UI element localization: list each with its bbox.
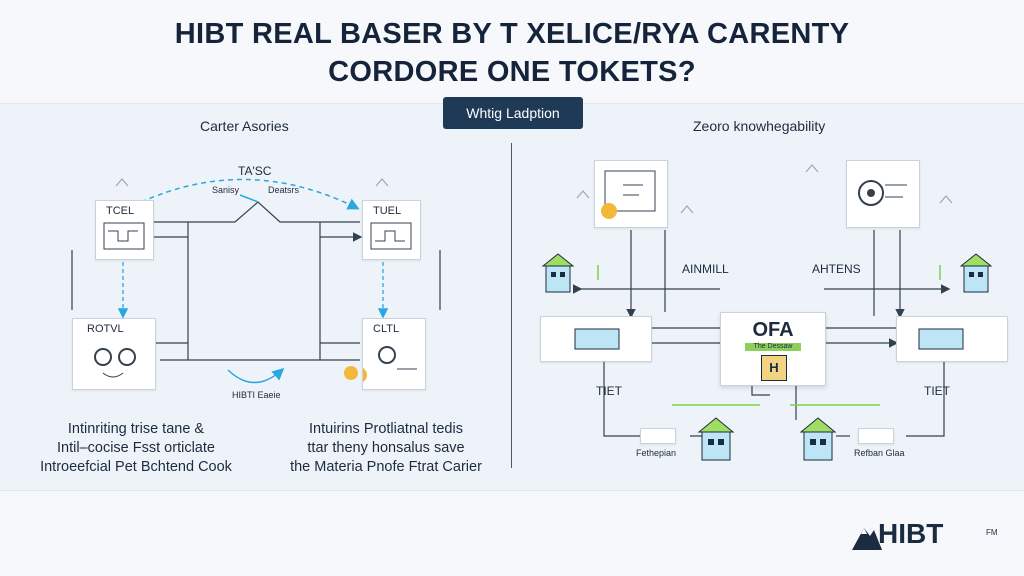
- building-icon: [959, 253, 993, 293]
- left-footer-text-2: Intuirins Protliatnal tedis ttar theny h…: [272, 420, 500, 477]
- gear-icon: [858, 180, 907, 206]
- circuit-icon: [370, 222, 412, 250]
- small-badge-left: [640, 428, 676, 444]
- footer-line: Intil–cocise Fsst orticlate: [57, 440, 215, 456]
- bottom-left-label: Fethepian: [636, 448, 677, 458]
- right-bank-card[interactable]: [896, 316, 1008, 362]
- tl-card[interactable]: TCEL: [95, 200, 154, 260]
- main-title-line-1: HIBT REAL BASER BY T XELICE/RYA CARENTY: [174, 18, 850, 50]
- tet-left-label: TIET: [596, 384, 622, 398]
- tet-right-label: TIET: [924, 384, 950, 398]
- tr-card[interactable]: TUEL: [362, 200, 421, 260]
- bl-card[interactable]: ROTVL: [72, 318, 156, 390]
- right-label-right: AHTENS: [812, 262, 861, 276]
- main-title-line-2: CORDORE ONE TOKETS?: [328, 56, 696, 88]
- left-bank-card[interactable]: [540, 316, 652, 362]
- bottom-right-label: Refban Glaa: [854, 448, 905, 458]
- coin-icon: [344, 366, 358, 380]
- building-icon: [697, 417, 735, 461]
- left-top-label: TA'SC: [238, 164, 272, 178]
- brand-logo-tm: FM: [986, 528, 998, 537]
- tl-card-label: TCEL: [106, 205, 135, 217]
- right-section-heading: Zeoro knowhegability: [693, 118, 826, 134]
- center-hub-logo: H: [761, 355, 787, 381]
- br-card-label: CLTL: [373, 323, 400, 335]
- rt-right-card[interactable]: [846, 160, 920, 228]
- center-hub-subtitle: The Dessaw: [745, 343, 801, 351]
- building-icon: [541, 253, 575, 293]
- screen-icon: [574, 328, 620, 350]
- circuit-icon: [601, 170, 656, 219]
- gear-icon: [94, 348, 136, 378]
- footer-line: Introeefcial Pet Bchtend Cook: [40, 459, 232, 475]
- building-icon: [799, 417, 837, 461]
- small-badge-right: [858, 428, 894, 444]
- tr-card-label: TUEL: [373, 205, 402, 217]
- left-bottom-label: HIBTI Eaeie: [232, 390, 281, 400]
- brand-logo-text: HIBT: [878, 518, 944, 549]
- center-pill-button[interactable]: Whtig Ladption: [443, 97, 583, 129]
- arc-right-label: Deatsrs: [268, 185, 300, 195]
- section-divider: [511, 143, 512, 468]
- left-section-heading: Carter Asories: [200, 118, 289, 134]
- br-card[interactable]: CLTL: [351, 318, 426, 390]
- screen-icon: [918, 328, 964, 350]
- rt-left-card[interactable]: [594, 160, 668, 228]
- footer-line: the Materia Pnofe Ftrat Carier: [290, 459, 482, 475]
- right-label-left: AINMILL: [682, 262, 729, 276]
- circuit-icon: [103, 222, 145, 250]
- footer-line: ttar theny honsalus save: [307, 440, 465, 456]
- center-hub-card[interactable]: OFA The Dessaw H: [720, 312, 826, 386]
- footer-line: Intuirins Protliatnal tedis: [309, 421, 463, 437]
- left-footer-text-1: Intinriting trise tane & Intil–cocise Fs…: [16, 420, 256, 477]
- arc-left-label: Sanisy: [212, 185, 240, 195]
- mountain-logo-icon: [852, 528, 882, 550]
- center-hub-title: OFA: [752, 319, 794, 341]
- footer-line: Intinriting trise tane &: [67, 421, 205, 437]
- bl-card-label: ROTVL: [87, 323, 124, 335]
